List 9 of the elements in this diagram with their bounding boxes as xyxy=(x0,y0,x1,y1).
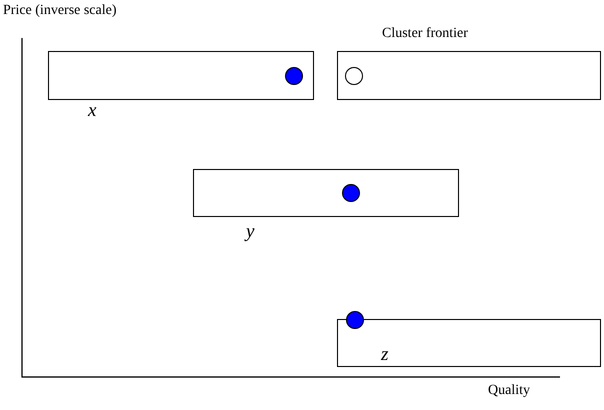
range-box xyxy=(48,51,314,100)
range-box xyxy=(193,169,459,217)
axis-label: Quality xyxy=(488,384,530,398)
point-label: y xyxy=(246,222,254,241)
point-label: z xyxy=(381,345,388,364)
axis-label: Price (inverse scale) xyxy=(3,4,116,18)
point-label: x xyxy=(88,101,96,120)
frontier-label: Cluster frontier xyxy=(382,27,468,41)
range-box xyxy=(337,51,601,100)
